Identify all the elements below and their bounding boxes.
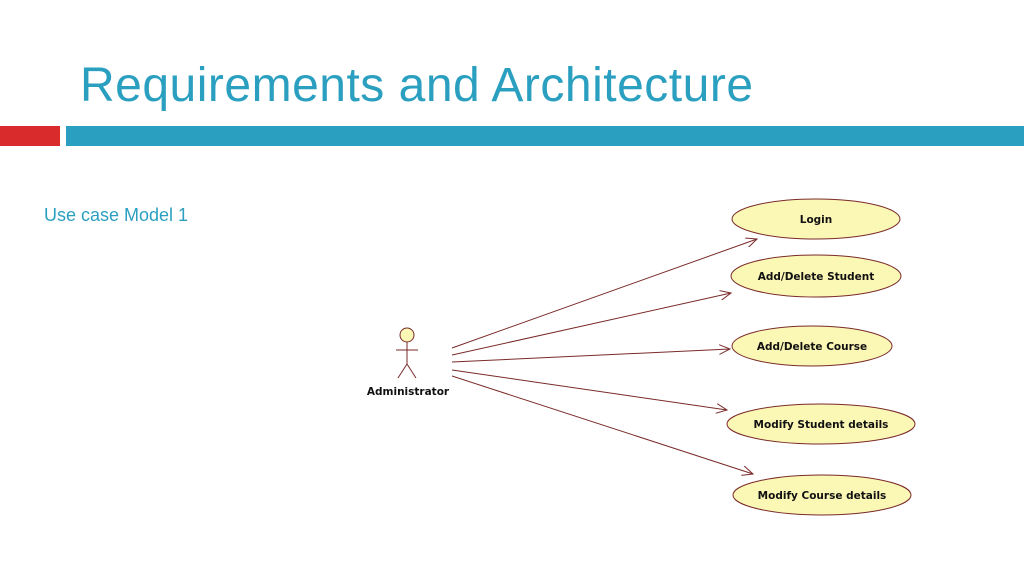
title-accent-bar-red	[0, 126, 60, 146]
association-add-delete-course	[451, 349, 730, 363]
association-modify-course-details	[451, 375, 753, 474]
use-case-ellipse	[726, 403, 916, 445]
slide-subtitle: Use case Model 1	[44, 205, 189, 225]
actor-label: Administrator	[367, 386, 450, 398]
actor-administrator: Administrator	[367, 327, 450, 398]
actor-head	[399, 327, 415, 343]
use-case-label: Add/Delete Student	[758, 271, 875, 283]
use-case-modify-student-details: Modify Student details	[726, 403, 916, 445]
slide-title: Requirements and Architecture	[80, 59, 754, 112]
association-add-delete-student	[451, 293, 731, 356]
use-case-ellipse	[731, 198, 901, 240]
use-case-login: Login	[731, 198, 901, 240]
use-case-ellipse	[731, 325, 893, 367]
use-case-add-delete-course: Add/Delete Course	[731, 325, 893, 367]
association-login	[451, 239, 757, 349]
use-case-add-delete-student: Add/Delete Student	[730, 254, 902, 298]
use-case-label: Login	[800, 214, 833, 226]
use-case-ellipse	[730, 254, 902, 298]
actor-leg-right	[406, 363, 417, 379]
use-case-label: Modify Course details	[758, 490, 887, 502]
use-case-modify-course-details: Modify Course details	[732, 474, 912, 516]
title-accent-bar-blue	[66, 126, 1024, 146]
association-modify-student-details	[451, 369, 727, 410]
associations	[451, 239, 757, 474]
use-case-label: Modify Student details	[754, 419, 889, 431]
use-case-ellipse	[732, 474, 912, 516]
use-case-label: Add/Delete Course	[757, 341, 867, 353]
actor-leg-left	[397, 363, 408, 379]
